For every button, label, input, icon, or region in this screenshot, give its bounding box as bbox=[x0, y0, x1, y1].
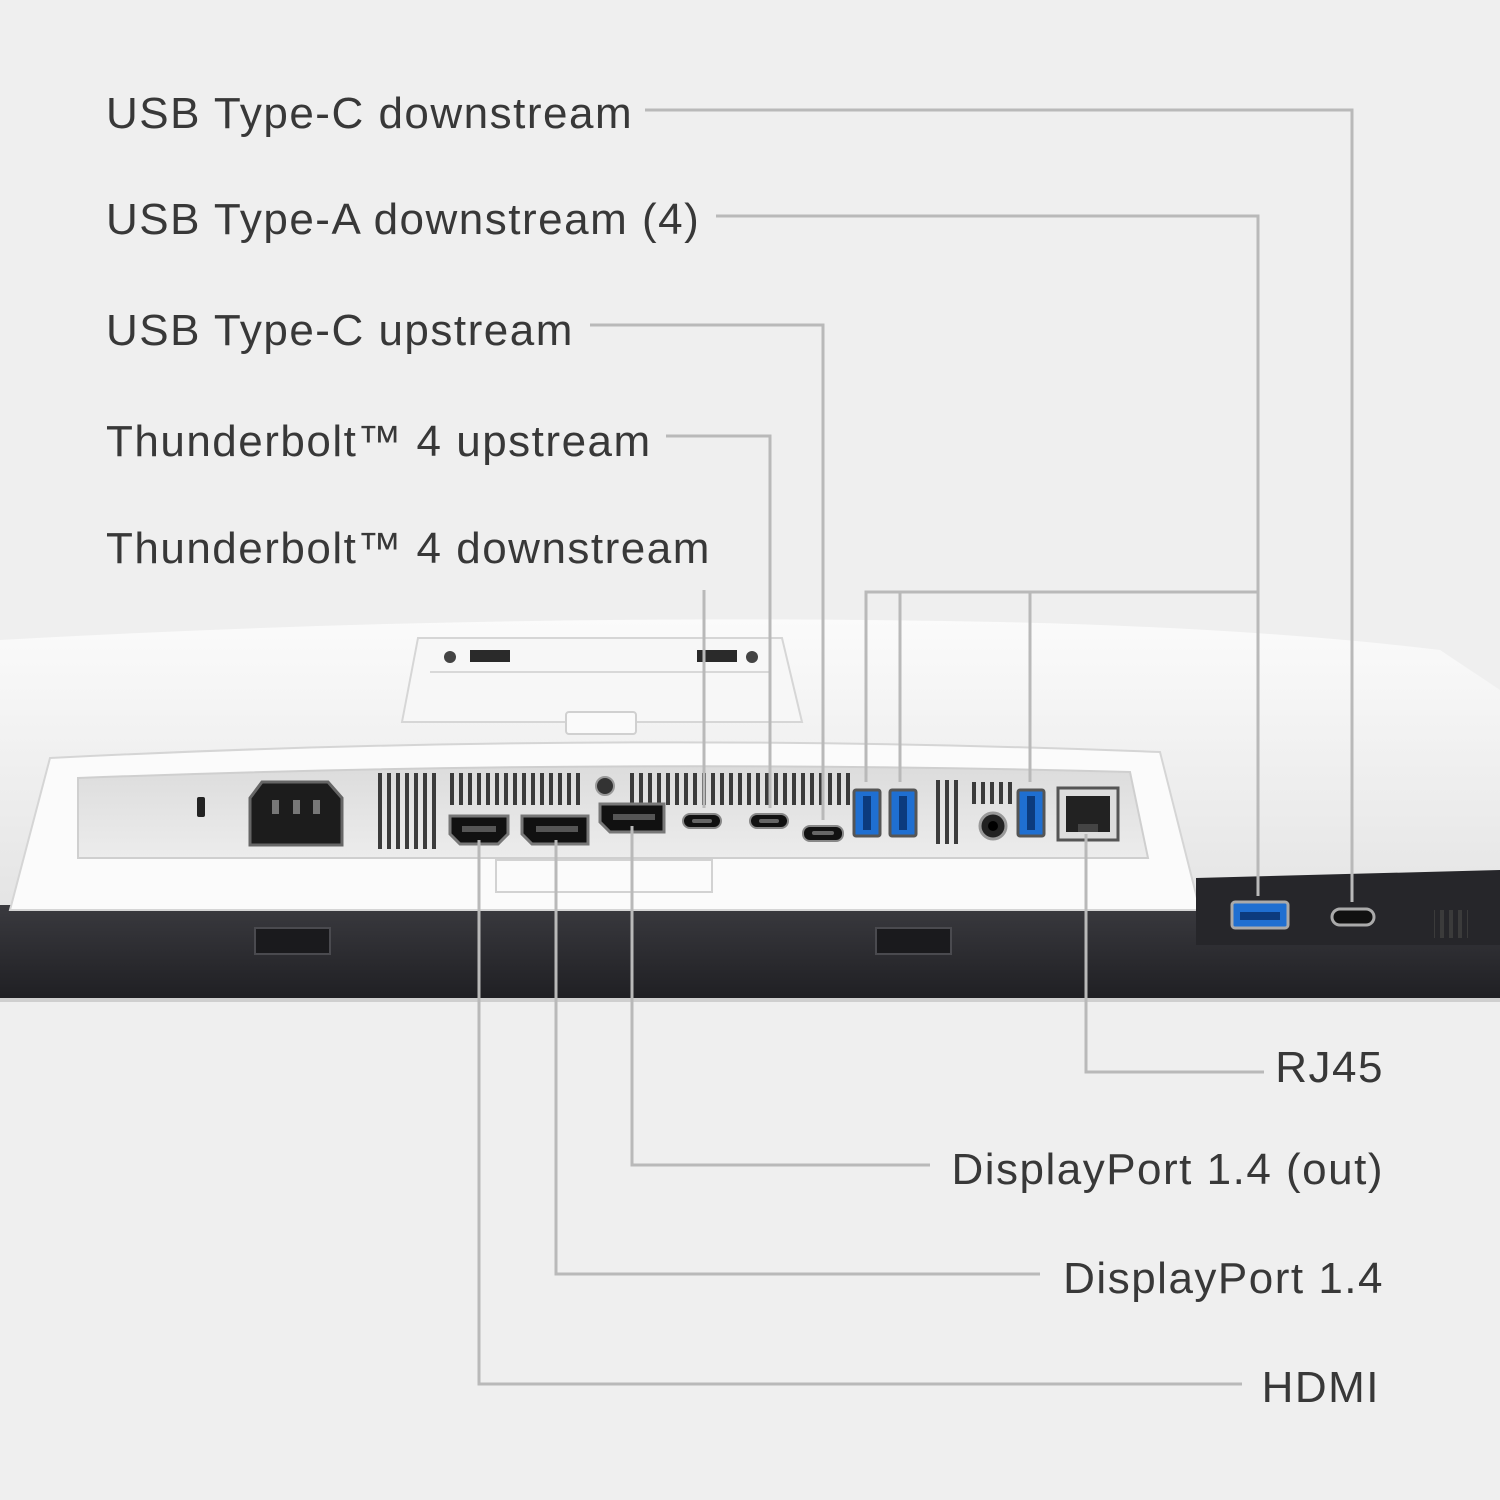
hdmi-port bbox=[448, 814, 510, 846]
label-rj45: RJ45 bbox=[1275, 1043, 1384, 1092]
thunderbolt-upstream-port bbox=[749, 813, 789, 829]
vents bbox=[377, 773, 1013, 849]
power-connector bbox=[197, 780, 344, 847]
usb-a-port-1 bbox=[852, 788, 882, 838]
leader-lines bbox=[477, 108, 1354, 1386]
displayport-out-port bbox=[598, 802, 666, 834]
label-usb-c-downstream: USB Type-C downstream bbox=[106, 89, 634, 138]
label-displayport-out: DisplayPort 1.4 (out) bbox=[951, 1145, 1384, 1194]
thunderbolt-downstream-port bbox=[682, 813, 722, 829]
stand-neck bbox=[400, 637, 804, 735]
usb-c-upstream-port bbox=[802, 825, 844, 842]
label-displayport: DisplayPort 1.4 bbox=[1063, 1254, 1384, 1303]
displayport-in-port bbox=[520, 814, 590, 846]
usb-a-port-3 bbox=[1016, 788, 1046, 838]
label-hdmi: HDMI bbox=[1261, 1363, 1380, 1412]
label-usb-a-downstream: USB Type-A downstream (4) bbox=[106, 195, 701, 244]
label-usb-c-upstream: USB Type-C upstream bbox=[106, 306, 574, 355]
usb-a-port-2 bbox=[888, 788, 918, 838]
label-thunderbolt-downstream: Thunderbolt™ 4 downstream bbox=[106, 524, 711, 573]
audio-jack bbox=[978, 811, 1008, 841]
side-usb-a-port bbox=[1230, 900, 1290, 930]
label-thunderbolt-upstream: Thunderbolt™ 4 upstream bbox=[106, 417, 652, 466]
rj45-port bbox=[1056, 786, 1120, 842]
side-usb-c-port bbox=[1330, 907, 1376, 927]
